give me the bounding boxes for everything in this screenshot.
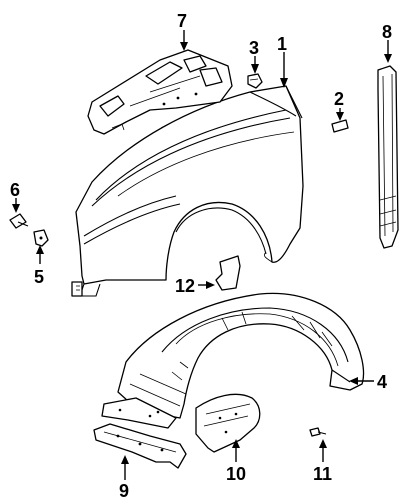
splash-shield-part[interactable] (93, 423, 187, 469)
callout-12: 12 (175, 276, 195, 296)
upper-panel-part[interactable] (87, 49, 233, 135)
clip-part[interactable] (247, 73, 263, 89)
wheelhouse-liner-part[interactable] (101, 292, 365, 429)
shield-panel-part[interactable] (195, 393, 261, 453)
vertical-strip-part[interactable] (377, 65, 399, 249)
screw-part[interactable] (309, 427, 327, 437)
callout-9: 9 (119, 481, 129, 500)
bracket-part[interactable] (331, 119, 349, 133)
callout-7: 7 (177, 11, 187, 31)
callout-3: 3 (249, 38, 259, 58)
callout-11: 11 (313, 464, 332, 484)
bolt-part[interactable] (9, 213, 29, 229)
retainer-part[interactable] (33, 229, 49, 247)
callout-10: 10 (226, 464, 246, 484)
callout-5: 5 (34, 267, 44, 287)
callout-2: 2 (334, 89, 344, 109)
leader-lines (12, 30, 392, 480)
callout-1: 1 (277, 34, 287, 54)
callout-4: 4 (377, 372, 387, 392)
callout-labels: 1 2 3 4 5 6 7 8 9 10 11 12 (10, 11, 392, 500)
flap-part[interactable] (215, 255, 241, 291)
callout-8: 8 (382, 22, 392, 42)
fender-part[interactable] (71, 85, 304, 297)
callout-6: 6 (10, 180, 20, 200)
